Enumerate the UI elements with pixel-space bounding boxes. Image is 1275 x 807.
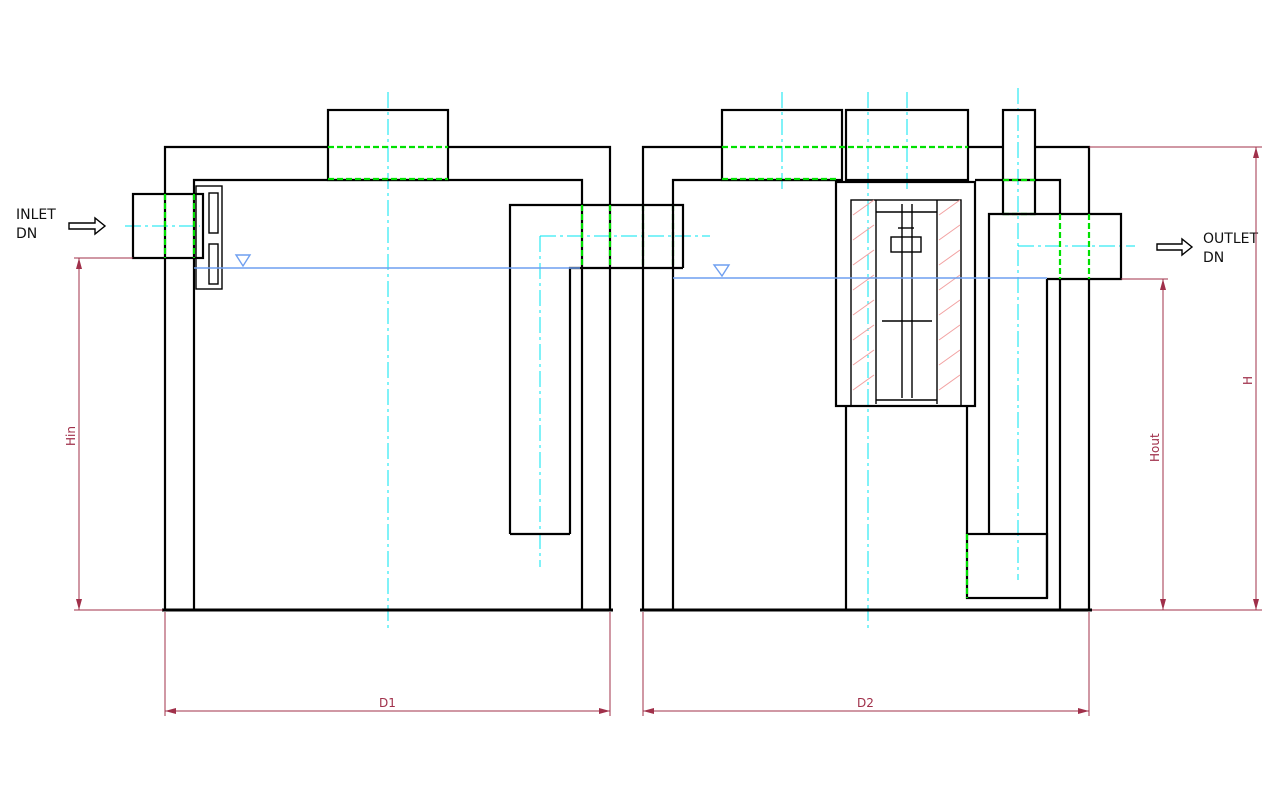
left-tank-outer-wall-right: [448, 145, 612, 610]
right-water-level-marker: [712, 264, 731, 278]
left-tank: [131, 108, 685, 612]
outlet-annotation: OUTLET DN: [1156, 231, 1258, 266]
outlet-label-line2: DN: [1203, 250, 1224, 266]
inlet-baffle-slot-2: [208, 243, 219, 285]
outlet-pipe-outer: [987, 212, 1123, 534]
right-access-cover-2: [844, 108, 970, 182]
left-transfer-pipe-inner: [568, 266, 683, 534]
dimension-d2-label: D2: [857, 696, 874, 710]
dimension-hin-label: Hin: [64, 426, 78, 446]
coalescer-housing: [834, 180, 977, 408]
dimension-hout-label: Hout: [1148, 433, 1162, 462]
outlet-pipe-foot: [965, 532, 1049, 600]
right-tank-outer-wall-left: [641, 145, 722, 610]
dimension-h: H: [1089, 146, 1262, 611]
dimension-d2: D2: [642, 612, 1090, 716]
dimension-hout: Hout: [1092, 278, 1168, 611]
float-valve: [890, 236, 922, 253]
dimension-d1-label: D1: [379, 696, 396, 710]
coalescer-hatch-right: [938, 199, 961, 391]
dimension-h-label: H: [1241, 376, 1255, 385]
inlet-baffle: [195, 185, 223, 290]
inlet-arrow-icon: [68, 216, 107, 236]
center-lines: [125, 88, 1135, 632]
dimension-d1: D1: [164, 612, 611, 716]
outlet-arrow-icon: [1156, 237, 1194, 257]
left-tank-outer-wall: [163, 145, 328, 610]
outlet-label-line1: OUTLET: [1203, 231, 1258, 247]
inlet-baffle-slot-1: [208, 192, 219, 234]
dimension-hin: Hin: [64, 257, 163, 611]
coalescer-hatch-left: [852, 199, 875, 391]
coalescer-frame: [850, 199, 962, 407]
inlet-pipe: [131, 192, 205, 260]
right-tank-inner-wall-left: [671, 178, 836, 610]
left-water-level-marker: [234, 254, 252, 268]
inlet-label-line1: INLET: [16, 207, 56, 223]
vent-pipe: [1001, 108, 1037, 216]
inlet-annotation: INLET DN: [16, 207, 107, 242]
inlet-label-line2: DN: [16, 226, 37, 242]
left-transfer-pipe-outer: [508, 203, 685, 534]
right-tank: [640, 108, 1123, 612]
